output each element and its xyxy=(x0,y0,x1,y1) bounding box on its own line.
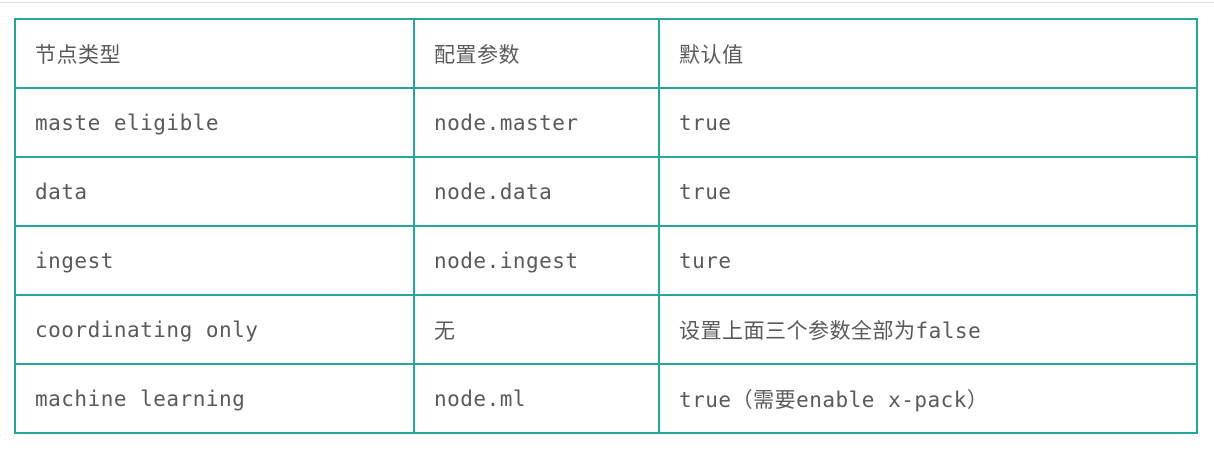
cell-default-value: ture xyxy=(658,225,1198,296)
cell-config-param: 无 xyxy=(413,294,660,365)
table-row: coordinating only 无 设置上面三个参数全部为false xyxy=(14,294,1198,365)
cell-node-type: maste eligible xyxy=(14,87,415,158)
header-config-param: 配置参数 xyxy=(413,18,660,89)
cell-config-param: node.data xyxy=(413,156,660,227)
table-header-row: 节点类型 配置参数 默认值 xyxy=(14,18,1198,89)
cell-node-type: machine learning xyxy=(14,363,415,434)
table-row: data node.data true xyxy=(14,156,1198,227)
cell-node-type: ingest xyxy=(14,225,415,296)
top-divider-line xyxy=(0,2,1214,3)
table-row: maste eligible node.master true xyxy=(14,87,1198,158)
node-configuration-table: 节点类型 配置参数 默认值 maste eligible node.master… xyxy=(14,18,1198,434)
cell-config-param: node.ml xyxy=(413,363,660,434)
header-node-type: 节点类型 xyxy=(14,18,415,89)
cell-node-type: data xyxy=(14,156,415,227)
cell-default-value: 设置上面三个参数全部为false xyxy=(658,294,1198,365)
cell-config-param: node.master xyxy=(413,87,660,158)
cell-default-value: true xyxy=(658,87,1198,158)
cell-node-type: coordinating only xyxy=(14,294,415,365)
header-default-value: 默认值 xyxy=(658,18,1198,89)
cell-config-param: node.ingest xyxy=(413,225,660,296)
cell-default-value: true（需要enable x-pack） xyxy=(658,363,1198,434)
cell-default-value: true xyxy=(658,156,1198,227)
table-row: ingest node.ingest ture xyxy=(14,225,1198,296)
table-row: machine learning node.ml true（需要enable x… xyxy=(14,363,1198,434)
